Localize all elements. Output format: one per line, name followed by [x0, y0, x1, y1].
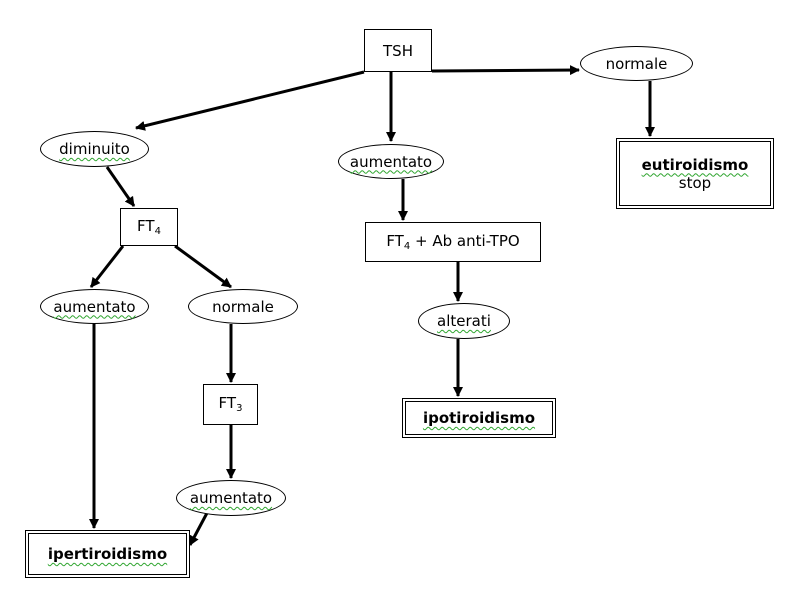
node-tsh: TSH: [364, 29, 432, 72]
node-aumentato-bottom: aumentato: [176, 480, 286, 516]
node-eutiroidismo-sub: stop: [678, 173, 712, 192]
node-aumentato-left: aumentato: [40, 289, 149, 324]
node-alterati-label: alterati: [437, 312, 491, 330]
node-ft4-ab-label: FT4 + Ab anti-TPO: [386, 232, 519, 253]
node-ft4-ab-rest: + Ab anti-TPO: [410, 231, 520, 250]
node-ipertiroidismo-label: ipertiroidismo: [47, 545, 168, 563]
node-diminuito-label: diminuito: [59, 140, 130, 158]
node-aumentato-mid-label: aumentato: [349, 152, 433, 171]
node-normale-left: normale: [188, 289, 298, 324]
node-ft4-main: FT: [137, 216, 155, 235]
node-eutiroidismo: eutiroidismo stop: [616, 138, 774, 209]
node-ft4-ab-sub: 4: [403, 240, 411, 252]
node-ft3: FT3: [203, 384, 258, 425]
edge-ft4-aumentato: [89, 245, 125, 288]
node-ft3-label: FT3: [219, 394, 243, 415]
edge-ft4-normale: [174, 244, 232, 289]
edge-tsh-normale: [431, 65, 580, 76]
node-ipertiroidismo: ipertiroidismo: [25, 530, 190, 578]
node-tsh-label: TSH: [383, 41, 413, 60]
node-ft3-main: FT: [218, 394, 237, 412]
node-normale-left-label: normale: [212, 297, 274, 316]
node-alterati: alterati: [418, 303, 510, 339]
node-normale-top-label: normale: [605, 54, 668, 73]
node-ipotiroidismo: ipotiroidismo: [402, 398, 556, 438]
node-ft4-label: FT4: [137, 217, 161, 238]
node-aumentato-left-label: aumentato: [53, 297, 136, 316]
node-ft4: FT4: [120, 208, 178, 246]
node-eutiroidismo-title: eutiroidismo: [641, 155, 749, 174]
node-ft4-ab: FT4 + Ab anti-TPO: [365, 222, 541, 262]
node-normale-top: normale: [580, 46, 693, 81]
node-ft3-sub: 3: [236, 403, 243, 414]
edge-aumentato-ipertiroidismo-bottom: [188, 512, 209, 546]
node-ft4-sub: 4: [154, 225, 161, 237]
node-aumentato-mid: aumentato: [338, 144, 444, 179]
node-ipotiroidismo-label: ipotiroidismo: [422, 409, 536, 427]
node-diminuito: diminuito: [40, 131, 149, 167]
node-ft4-ab-main: FT: [386, 231, 404, 250]
edge-diminuito-ft4: [105, 166, 136, 207]
node-aumentato-bottom-label: aumentato: [189, 489, 273, 507]
edge-tsh-diminuito: [135, 70, 365, 131]
